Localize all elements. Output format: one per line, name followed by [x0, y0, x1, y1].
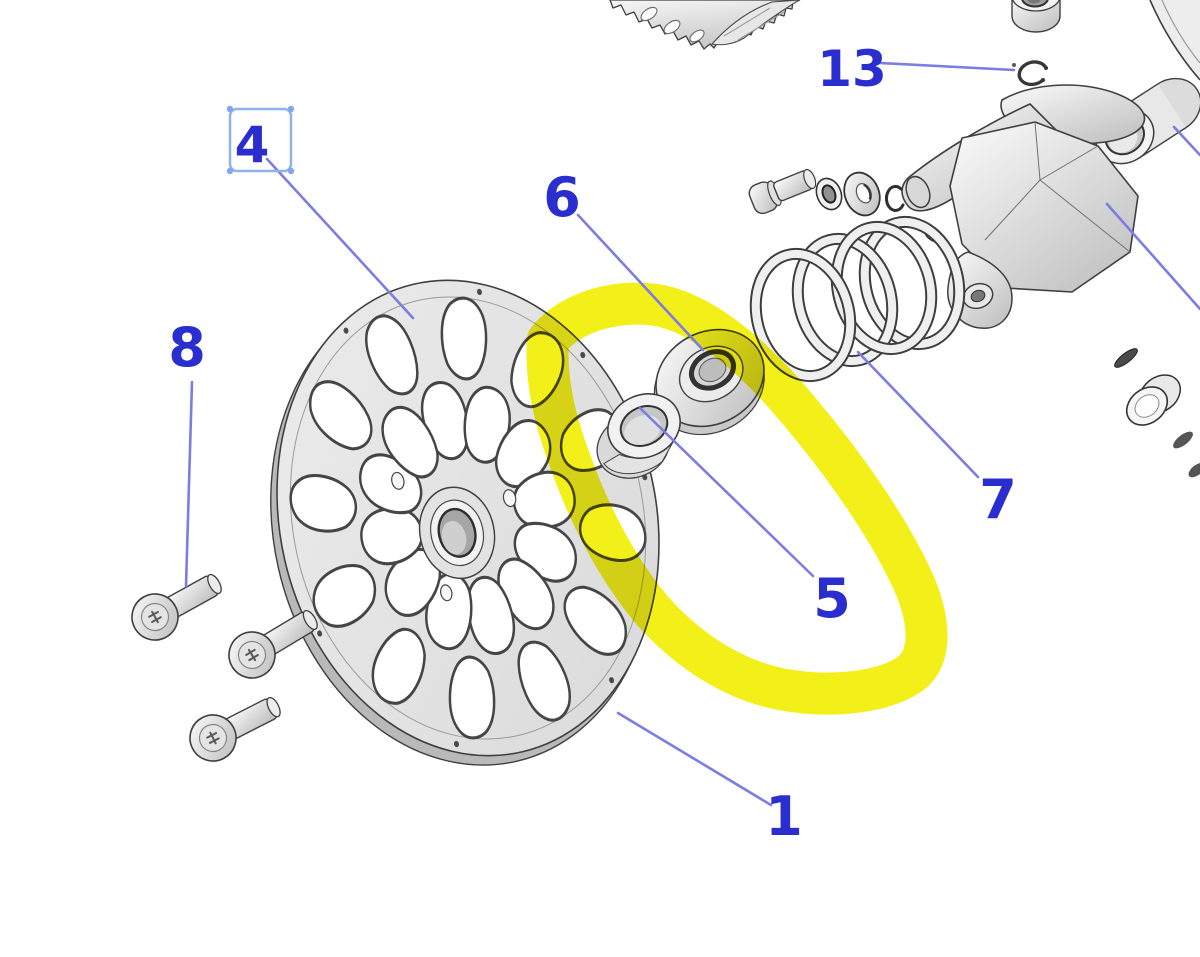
- callout-label-13: 13: [817, 40, 887, 98]
- snap-ring: [1012, 60, 1048, 87]
- callout-4-selection-box: [228, 107, 293, 173]
- nut: [1011, 0, 1061, 33]
- yellow-highlight-loop: [526, 282, 948, 715]
- leader-1: [616, 711, 773, 807]
- gear-adjacent-wedge: [710, 0, 801, 46]
- callout-label-7: 7: [979, 468, 1017, 531]
- pivot-pin: [748, 168, 817, 215]
- leader-offscreen-bushing: [1172, 125, 1200, 157]
- callout-label-6: 6: [543, 166, 581, 229]
- leader-offscreen-spider: [1105, 202, 1200, 311]
- disc-hub: [418, 486, 496, 580]
- spider-arm-socket: [905, 175, 931, 209]
- leader-13: [878, 61, 1016, 72]
- leader-6: [576, 213, 705, 352]
- small-washer: [815, 177, 843, 211]
- spider-body: [949, 121, 1139, 293]
- leader-4: [265, 157, 415, 320]
- leader-7: [856, 350, 980, 479]
- gear-fragment: [609, 0, 801, 50]
- callout-label-8: 8: [168, 316, 206, 379]
- spider-assembly: [901, 84, 1146, 329]
- pin-washer-roller-set: [748, 168, 905, 217]
- callout-4: 4: [226, 105, 295, 175]
- callout-label-4: 4: [235, 116, 270, 174]
- roller: [843, 171, 881, 217]
- spring: [749, 215, 966, 383]
- pilot-bushing: [596, 393, 681, 479]
- callouts: 4 8 6 13 7 5 1: [168, 40, 1017, 848]
- short-roller: [1125, 374, 1182, 426]
- callout-label-5: 5: [813, 567, 851, 630]
- small-rollers: [1114, 348, 1200, 478]
- corner-sheave-fragment: [1149, 0, 1200, 81]
- leader-lines: [184, 61, 1200, 807]
- tiny-clip: [884, 184, 905, 212]
- callout-label-1: 1: [765, 785, 803, 848]
- leader-8: [184, 380, 194, 588]
- leader-5: [638, 406, 815, 578]
